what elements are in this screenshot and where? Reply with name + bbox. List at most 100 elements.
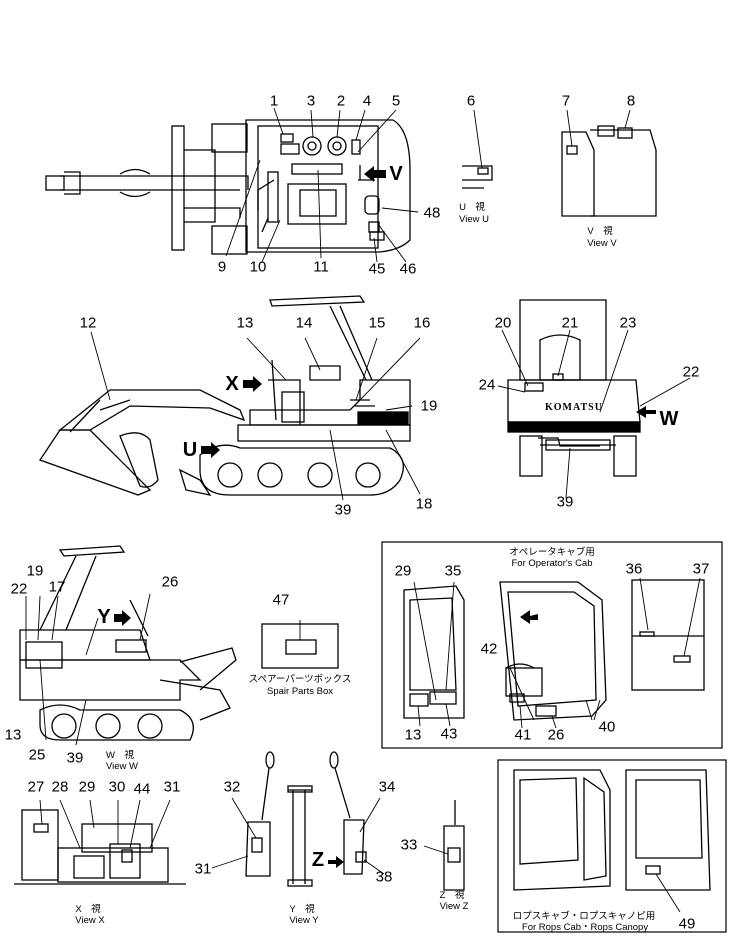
view-letter-z: Z [311, 849, 325, 871]
callout-38: 38 [375, 868, 393, 886]
leader-lines-side [90, 331, 421, 501]
caption-op-cab-jp: オペレータキャブ用 [509, 547, 595, 558]
callout-12: 12 [79, 314, 97, 332]
callout-40: 40 [598, 718, 616, 736]
callout-19-side: 19 [420, 397, 438, 415]
callout-25: 25 [28, 746, 46, 764]
callout-27: 27 [27, 778, 45, 796]
rear-view-machine [497, 299, 691, 499]
callout-5: 5 [391, 92, 401, 110]
caption-spare: Spair Parts Box [267, 686, 333, 697]
caption-view-z: View Z [439, 901, 469, 912]
callout-28: 28 [51, 778, 69, 796]
callout-39-side: 39 [334, 501, 352, 519]
caption-view-u: View U [459, 214, 489, 225]
callout-4: 4 [362, 92, 372, 110]
callout-34: 34 [378, 778, 396, 796]
callout-45: 45 [368, 260, 386, 278]
callout-17: 17 [48, 578, 66, 596]
operators-cab-drawing [403, 577, 705, 729]
callout-16: 16 [413, 314, 431, 332]
leader-lines-top [225, 107, 419, 263]
view-y-lever-left [245, 751, 275, 877]
callout-15: 15 [368, 314, 386, 332]
callout-26-view-w: 26 [161, 573, 179, 591]
callout-6: 6 [466, 92, 476, 110]
caption-view-y: View Y [289, 915, 319, 926]
rops-drawing [513, 769, 711, 913]
view-letter-v: V [389, 163, 403, 185]
view-x-drawing [14, 799, 186, 885]
callout-30: 30 [108, 778, 126, 796]
callout-19-view-w: 19 [26, 562, 44, 580]
caption-view-u-jp: U 視 [459, 202, 485, 213]
callout-42: 42 [480, 640, 498, 658]
view-letter-w: W [659, 408, 679, 430]
callout-1: 1 [269, 92, 279, 110]
callout-10: 10 [249, 258, 267, 276]
komatsu-logo: KOMATSU [545, 402, 603, 413]
view-u-drawing [462, 109, 493, 189]
callout-33: 33 [400, 836, 418, 854]
callout-13: 13 [236, 314, 254, 332]
callout-22-rear: 22 [682, 363, 700, 381]
callout-18: 18 [415, 495, 433, 513]
view-y-pedals [287, 785, 313, 887]
caption-view-v: View V [587, 238, 617, 249]
view-v-drawing [561, 109, 657, 217]
callout-20: 20 [494, 314, 512, 332]
callout-9: 9 [217, 258, 227, 276]
callout-23: 23 [619, 314, 637, 332]
view-w-drawing [19, 545, 237, 746]
callout-39-rear: 39 [556, 493, 574, 511]
operators-cab-panel [381, 541, 723, 749]
caption-rops: For Rops Cab・Rops Canopy [521, 922, 649, 933]
callout-35: 35 [444, 562, 462, 580]
callout-29-view-x: 29 [78, 778, 96, 796]
callout-43: 43 [440, 725, 458, 743]
caption-spare-jp: スペアーパーツボックス [248, 674, 352, 685]
view-letter-x: X [225, 373, 239, 395]
callout-24: 24 [478, 376, 496, 394]
caption-view-w-jp: W 視 [106, 750, 134, 761]
rops-panel [497, 759, 727, 933]
callout-32: 32 [223, 778, 241, 796]
callout-47: 47 [272, 591, 290, 609]
callout-31-view-y: 31 [194, 860, 212, 878]
callout-41: 41 [514, 726, 532, 744]
callout-3: 3 [306, 92, 316, 110]
view-letter-u: U [182, 439, 198, 461]
callout-13-cab-b: 13 [404, 726, 422, 744]
side-view-machine [38, 295, 411, 496]
callout-2: 2 [336, 92, 346, 110]
callout-44: 44 [133, 780, 151, 798]
callout-26-cab: 26 [547, 726, 565, 744]
callout-13-cab: 13 [4, 726, 22, 744]
callout-22-view-w: 22 [10, 580, 28, 598]
caption-view-x-jp: X 視 [75, 904, 101, 915]
caption-view-y-jp: Y 視 [289, 904, 315, 915]
callout-36: 36 [625, 560, 643, 578]
spare-parts-box-drawing [261, 620, 339, 669]
view-letter-y: Y [97, 606, 111, 628]
callout-7: 7 [561, 92, 571, 110]
view-z-drawing [423, 800, 465, 891]
top-view-machine [45, 119, 411, 255]
callout-48: 48 [423, 204, 441, 222]
caption-op-cab: For Operator's Cab [511, 558, 593, 569]
view-y-lever-right [329, 751, 367, 875]
callout-37: 37 [692, 560, 710, 578]
callout-29-cab: 29 [394, 562, 412, 580]
callout-46: 46 [399, 260, 417, 278]
callout-31-view-x: 31 [163, 778, 181, 796]
callout-11: 11 [313, 258, 329, 276]
callout-39-view-w: 39 [66, 749, 84, 767]
callout-49: 49 [678, 915, 696, 933]
callout-14: 14 [295, 314, 313, 332]
caption-view-z-jp: Z 視 [439, 890, 465, 901]
caption-view-w: View W [105, 761, 139, 772]
callout-8: 8 [626, 92, 636, 110]
callout-21: 21 [561, 314, 579, 332]
